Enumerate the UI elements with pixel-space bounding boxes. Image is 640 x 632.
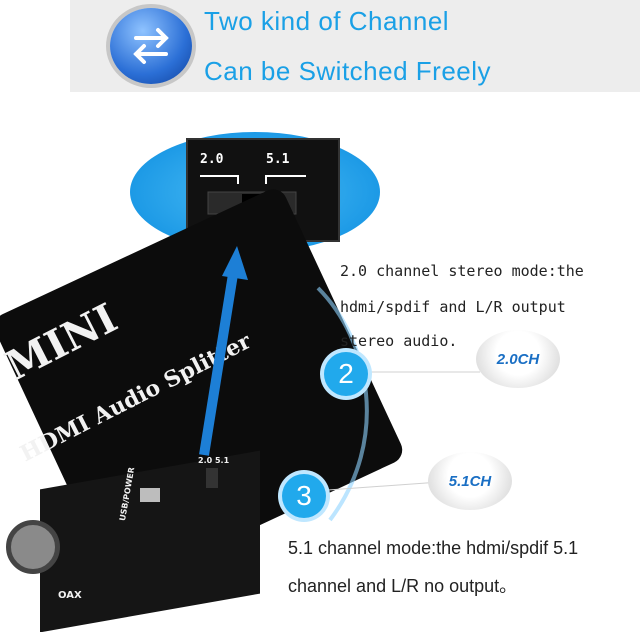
mode-2ch-line-2: hdmi/spdif and L/R output	[340, 298, 566, 316]
coax-port	[6, 520, 60, 574]
banner-line-1: Two kind of Channel	[204, 6, 450, 36]
banner-line-2: Can be Switched Freely	[204, 56, 492, 86]
mode-51ch-line-2: channel and L/R no output。	[288, 576, 518, 596]
mode-51ch-number: 3	[282, 474, 326, 518]
switch-labels: 2.0 5.1	[198, 456, 230, 465]
zoom-label-2-0: 2.0	[200, 152, 224, 167]
usb-port	[140, 488, 160, 502]
coax-label: OAX	[58, 590, 82, 601]
mode-2ch-line-1: 2.0 channel stereo mode:the	[340, 262, 584, 280]
swap-arrows-icon	[110, 8, 192, 84]
mode-51ch-line-1: 5.1 channel mode:the hdmi/spdif 5.1	[288, 538, 579, 558]
zoom-label-5-1: 5.1	[266, 152, 290, 167]
mode-switch	[206, 468, 218, 488]
badge-2-0ch: 2.0CH	[476, 330, 560, 388]
mode-2ch-number: 2	[324, 352, 368, 396]
mode-2ch-line-3: stereo audio.	[340, 332, 458, 350]
badge-5-1ch: 5.1CH	[428, 452, 512, 510]
